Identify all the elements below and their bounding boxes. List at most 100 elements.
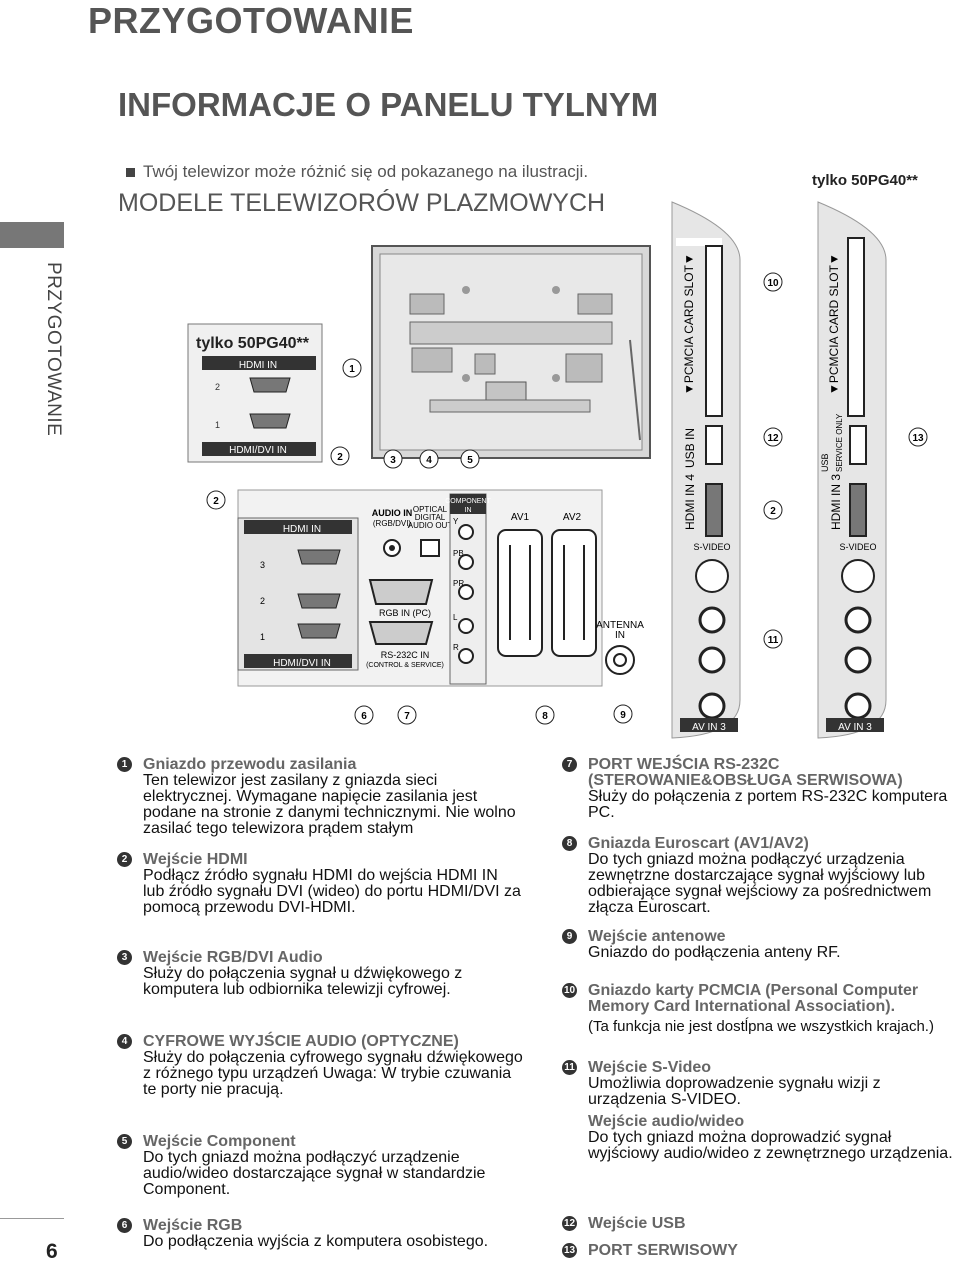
- item-body: Do tych gniazd można podłączyć urządzeni…: [143, 1149, 486, 1198]
- item-12: 12 Wejście USB: [562, 1215, 960, 1232]
- note-text: Twój telewizor może różnić się od pokaza…: [143, 162, 589, 181]
- callout-5: 5: [467, 455, 473, 466]
- item-body: Służy do połączenia cyfrowego sygnału dź…: [143, 1049, 523, 1098]
- item-number: 1: [117, 757, 132, 772]
- callout-11: 11: [768, 635, 779, 646]
- hdmi-in-3-label: HDMI IN 3: [829, 474, 843, 530]
- audio-out-label: AUDIO OUT: [408, 521, 453, 530]
- callout-2b: 2: [213, 496, 219, 507]
- av-in-3-label-2: AV IN 3: [838, 722, 872, 733]
- pcmcia-label: ▼PCMCIA CARD SLOT▼: [682, 253, 696, 395]
- item-number: 11: [562, 1060, 577, 1075]
- component-label: COMPONENT: [445, 498, 491, 505]
- inset-port-1-label: 1: [215, 420, 220, 430]
- item-heading: Wejście HDMI: [143, 851, 248, 868]
- inset-port-2-label: 2: [215, 382, 220, 392]
- item-subheading: Wejście audio/wideo: [588, 1113, 745, 1130]
- callout-10: 10: [767, 278, 779, 289]
- item-9: 9 Wejście antenowe Gniazdo do podłączeni…: [562, 929, 960, 961]
- item-heading: Gniazdo karty PCMCIA (Personal Computer …: [588, 982, 919, 1015]
- item-heading: PORT SERWISOWY: [588, 1242, 738, 1259]
- item-10: 10 Gniazdo karty PCMCIA (Personal Comput…: [562, 982, 960, 1035]
- usb-service-sub: SERVICE ONLY: [835, 413, 844, 472]
- audio-in-label: AUDIO IN: [372, 508, 413, 518]
- comp-pr-label: PR: [453, 579, 464, 588]
- item-2: 2 Wejście HDMI Podłącz źródło sygnału HD…: [117, 851, 523, 916]
- av-in-3-label: AV IN 3: [692, 722, 726, 733]
- usb-service-label: USB: [820, 453, 830, 472]
- av2-label: AV2: [563, 512, 582, 523]
- callout-8: 8: [542, 711, 548, 722]
- svideo-label: S-VIDEO: [693, 542, 730, 552]
- item-heading: Gniazda Euroscart (AV1/AV2): [588, 835, 809, 852]
- page-number: 6: [46, 1240, 58, 1263]
- page-title: INFORMACJE O PANELU TYLNYM: [118, 86, 659, 123]
- callout-7: 7: [404, 711, 410, 722]
- item-body: Służy do połączenia sygnał u dźwiękowego…: [143, 965, 463, 998]
- item-number: 9: [562, 929, 577, 944]
- note: Twój telewizor może różnić się od pokaza…: [126, 162, 588, 182]
- item-body: Umożliwia doprowadzenie sygnału wizji z …: [588, 1075, 881, 1108]
- item-number: 13: [562, 1243, 577, 1258]
- optical-label: OPTICAL: [413, 505, 448, 514]
- callout-13: 13: [912, 433, 924, 444]
- item-heading: CYFROWE WYJŚCIE AUDIO (OPTYCZNE): [143, 1033, 459, 1050]
- item-body: (Ta funkcja nie jest dostĺpna we wszystk…: [588, 1018, 934, 1035]
- hdmi-port-3-label: 3: [260, 560, 265, 570]
- hdmi-in-4-label: HDMI IN 4: [683, 474, 697, 530]
- pcmcia-label-2: ▼PCMCIA CARD SLOT▼: [827, 253, 841, 395]
- callout-2c: 2: [770, 506, 776, 517]
- rs232c-sub: (CONTROL & SERVICE): [366, 662, 444, 669]
- hdmi-port-1-label: 1: [260, 632, 265, 642]
- svideo-label-2: S-VIDEO: [839, 542, 876, 552]
- callouts: 1 2 2 3 4 5 6 7 8 9 10 11 12 2 13: [206, 272, 928, 725]
- rear-panel-diagram: tylko 50PG40** HDMI IN HDMI/DVI IN 2 1 H…: [187, 201, 928, 739]
- model-only-label: tylko 50PG40**: [812, 172, 918, 189]
- callout-12: 12: [767, 433, 779, 444]
- item-number: 10: [562, 983, 577, 998]
- item-4: 4 CYFROWE WYJŚCIE AUDIO (OPTYCZNE) Służy…: [117, 1033, 523, 1098]
- bullet-icon: [126, 168, 135, 177]
- item-6: 6 Wejście RGB Do podłączenia wyjścia z k…: [117, 1218, 523, 1250]
- hdmi-dvi-in-label: HDMI/DVI IN: [273, 658, 331, 669]
- callout-4: 4: [426, 455, 432, 466]
- item-7: 7 PORT WEJŚCIA RS-232C (STEROWANIE&OBSŁU…: [562, 756, 960, 821]
- item-1: 1 Gniazdo przewodu zasilania Ten telewiz…: [117, 757, 523, 837]
- item-body: Służy do połączenia z portem RS-232C kom…: [588, 788, 948, 821]
- tv-back-illustration: [371, 245, 651, 459]
- rs232c-label: RS-232C IN: [381, 650, 430, 660]
- rgb-in-label: RGB IN (PC): [379, 608, 431, 618]
- footer-divider: [0, 1218, 64, 1219]
- item-number: 8: [562, 836, 577, 851]
- side-tab-bar: [0, 222, 64, 248]
- callout-6: 6: [361, 711, 367, 722]
- antenna-label: ANTENNA: [596, 620, 644, 631]
- item-heading: Wejście S-Video: [588, 1059, 712, 1076]
- models-title: MODELE TELEWIZORÓW PLAZMOWYCH: [118, 189, 606, 217]
- item-number: 6: [117, 1218, 132, 1233]
- item-heading: PORT WEJŚCIA RS-232C (STEROWANIE&OBSŁUGA…: [588, 756, 903, 789]
- model-only-inset: tylko 50PG40**: [196, 335, 310, 352]
- digital-label: DIGITAL: [415, 513, 446, 522]
- item-body: Gniazdo do podłączenia anteny RF.: [588, 944, 841, 961]
- inset-hdmi-in-label: HDMI IN: [239, 360, 277, 371]
- av1-label: AV1: [511, 512, 530, 523]
- item-5: 5 Wejście Component Do tych gniazd można…: [117, 1134, 523, 1198]
- component-in-label: IN: [465, 507, 472, 514]
- item-body: Do podłączenia wyjścia z komputera osobi…: [143, 1233, 489, 1250]
- comp-pb-label: PB: [453, 549, 464, 558]
- item-11: 11 Wejście S-Video Umożliwia doprowadzen…: [562, 1059, 960, 1162]
- item-13: 13 PORT SERWISOWY: [562, 1242, 960, 1259]
- section-title: PRZYGOTOWANIE: [88, 0, 414, 41]
- item-8: 8 Gniazda Euroscart (AV1/AV2) Do tych gn…: [562, 835, 960, 916]
- item-body: Do tych gniazd można podłączyć urządzeni…: [588, 851, 932, 916]
- comp-l-label: L: [453, 613, 458, 622]
- callout-2a: 2: [337, 452, 343, 463]
- item-number: 12: [562, 1216, 577, 1231]
- item-number: 3: [117, 950, 132, 965]
- comp-r-label: R: [453, 643, 459, 652]
- comp-y-label: Y: [453, 517, 459, 526]
- item-heading: Wejście RGB/DVI Audio: [143, 949, 323, 966]
- item-body: Ten telewizor jest zasilany z gniazda si…: [143, 772, 516, 837]
- item-heading: Wejście USB: [588, 1215, 686, 1232]
